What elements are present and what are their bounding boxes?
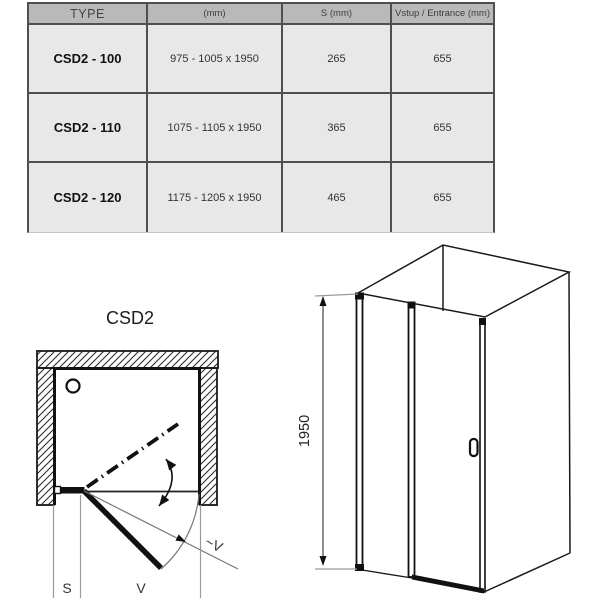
swing-width-label: ~V: [203, 533, 226, 555]
entrance-cell: 655: [392, 25, 493, 94]
door-handle: [468, 437, 479, 458]
table-row: CSD2 - 110 1075 - 1105 x 1950 365 655: [29, 94, 493, 163]
spec-table: TYPE (mm) S (mm) Vstup / Entrance (mm) C…: [27, 2, 495, 233]
dimensions-cell: 1175 - 1205 x 1950: [148, 163, 283, 232]
right-door-edge: [479, 321, 486, 593]
swing-leader-line: [83, 490, 239, 570]
door-open-centerline: [85, 422, 180, 489]
header-cell-entrance: Vstup / Entrance (mm): [392, 4, 493, 25]
dimensions-cell: 1075 - 1105 x 1950: [148, 94, 283, 163]
box-right-back-edge: [568, 271, 571, 554]
s-cell: 365: [283, 94, 392, 163]
table-row: CSD2 - 100 975 - 1005 x 1950 265 655: [29, 25, 493, 94]
left-profile-cap-top: [355, 292, 364, 300]
door-open-leaf: [82, 489, 163, 570]
dimension-arrow-down: [319, 556, 327, 566]
door-width-label: V: [136, 580, 146, 596]
swing-arc: [160, 493, 200, 570]
box-right-bottom-edge: [483, 552, 571, 593]
swing-leader-arrowhead: [175, 534, 186, 542]
middle-profile-cap-top: [407, 301, 416, 309]
rotation-arrowhead-bottom: [159, 494, 170, 506]
table-row: CSD2 - 120 1175 - 1205 x 1950 465 655: [29, 163, 493, 232]
entrance-cell: 655: [392, 94, 493, 163]
wall-top: [36, 350, 219, 369]
s-cell: 465: [283, 163, 392, 232]
height-label: 1950: [297, 415, 313, 447]
wall-profile-square: [53, 485, 62, 495]
plan-view-diagram: CSD2: [36, 308, 239, 598]
right-edge-cap-top: [479, 318, 486, 325]
type-cell: CSD2 - 120: [29, 163, 148, 232]
fixed-panel-bar: [60, 487, 85, 494]
wall-left: [36, 367, 55, 506]
header-cell-dimensions: (mm): [148, 4, 283, 25]
type-cell: CSD2 - 110: [29, 94, 148, 163]
rotation-arrowhead-top: [166, 459, 177, 471]
entrance-cell: 655: [392, 163, 493, 232]
dimension-tick-top: [314, 293, 359, 297]
technical-drawings: CSD2: [36, 244, 572, 598]
fixed-width-label: S: [62, 580, 71, 596]
shower-drain-icon: [65, 378, 81, 394]
height-dimension: 1950: [297, 293, 359, 570]
s-cell: 265: [283, 25, 392, 94]
header-cell-s: S (mm): [283, 4, 392, 25]
dimension-arrow-up: [319, 296, 327, 306]
plan-diagram-title: CSD2: [106, 308, 154, 328]
left-profile-cap-bottom: [355, 564, 364, 571]
box-top-face: [357, 244, 572, 318]
perspective-diagram: 1950: [297, 244, 572, 594]
threshold-rail: [412, 574, 484, 594]
wall-right: [199, 367, 218, 506]
header-cell-type: TYPE: [29, 4, 148, 25]
dimensions-cell: 975 - 1005 x 1950: [148, 25, 283, 94]
type-cell: CSD2 - 100: [29, 25, 148, 94]
left-profile-bar: [355, 295, 364, 568]
table-header-row: TYPE (mm) S (mm) Vstup / Entrance (mm): [29, 4, 493, 25]
middle-profile-bar: [407, 304, 416, 578]
enclosure-inner-edges: [53, 367, 201, 505]
box-front-bottom-edge: [361, 569, 413, 579]
